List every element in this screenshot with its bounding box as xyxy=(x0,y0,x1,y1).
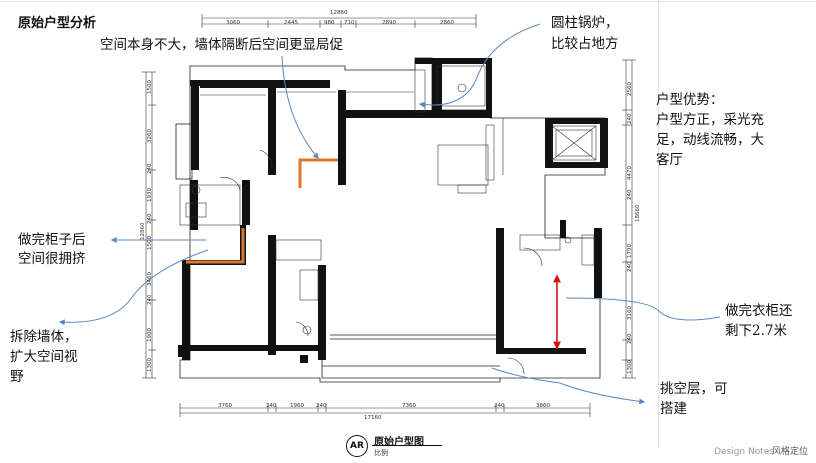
left-dim-3: 240 xyxy=(147,163,153,175)
highlighted-walls xyxy=(186,158,338,264)
top-dim-1: 3060 xyxy=(226,20,240,26)
right-dim-6: 1790 xyxy=(627,244,633,258)
left-dim-5: 240 xyxy=(147,213,153,225)
note-cabinet-line-1: 做完柜子后 xyxy=(18,232,86,248)
left-dim-4: 1930 xyxy=(147,188,153,202)
left-dim-11: 1300 xyxy=(147,358,153,372)
left-dim-1: 1500 xyxy=(147,80,153,94)
left-dim-10: 1900 xyxy=(147,328,153,342)
top-dim-2: 2445 xyxy=(284,20,298,26)
left-dim-6: 1500 xyxy=(147,236,153,250)
note-advantage-line-2: 户型方正，采光充 xyxy=(656,112,764,128)
note-demolish-line-1: 拆除墙体， xyxy=(10,329,78,345)
note-wardrobe-line-1: 做完衣柜还 xyxy=(725,303,793,319)
bottom-dim-6: 240 xyxy=(494,403,505,409)
note-advantage-line-1: 户型优势： xyxy=(656,92,724,108)
note-boiler-line-2: 比较占地方 xyxy=(551,36,619,52)
note-advantage-line-3: 足，动线流畅，大 xyxy=(656,132,764,148)
right-dim-1: 2560 xyxy=(627,82,633,96)
right-dim-4: 240 xyxy=(627,189,633,201)
left-dim-9: 240 xyxy=(147,294,153,306)
annotation-arrows xyxy=(58,23,721,405)
top-dim-6: 2860 xyxy=(440,20,454,26)
note-cabinet-line-2: 空间很拥挤 xyxy=(18,251,86,267)
wall-segments xyxy=(178,58,608,363)
building-outline xyxy=(175,57,606,383)
top-total-dim: 12860 xyxy=(330,10,348,16)
note-top-room: 空间本身不大，墙体隔断后空间更显局促 xyxy=(100,37,343,53)
bottom-dim-7: 3860 xyxy=(536,403,550,409)
bottom-dim-3: 1960 xyxy=(290,403,304,409)
note-boiler-line-1: 圆柱锅炉， xyxy=(551,15,619,31)
note-loft-line-2: 搭建 xyxy=(660,401,687,417)
ar-badge: AR xyxy=(346,435,368,457)
note-advantage-line-4: 客厅 xyxy=(656,152,683,168)
interior-details xyxy=(179,65,597,375)
drawing-scale: 比例 xyxy=(374,449,388,457)
right-dimension-lines xyxy=(622,59,636,379)
watermark-brand: - 风格定位 xyxy=(765,447,808,457)
note-demolish-line-2: 扩大空间视 xyxy=(10,349,78,365)
note-demolish-line-3: 野 xyxy=(10,369,24,385)
left-dimension-lines xyxy=(142,71,156,379)
top-dim-3: 980 xyxy=(324,20,335,26)
note-loft-line-1: 挑空层，可 xyxy=(660,381,728,397)
left-dim-2: 3260 xyxy=(147,129,153,143)
left-dim-8: 3460 xyxy=(147,272,153,286)
bottom-dimension-lines xyxy=(179,403,591,417)
bottom-total-dim: 17160 xyxy=(364,415,382,421)
drawing-title: 原始户型图 xyxy=(374,437,424,448)
bottom-dim-1: 3760 xyxy=(218,403,232,409)
right-dim-3: 4470 xyxy=(627,166,633,180)
page-title: 原始户型分析 xyxy=(18,16,97,31)
left-total-dim: 12860 xyxy=(140,222,146,241)
bottom-dim-2: 240 xyxy=(266,403,277,409)
right-total-dim: 18660 xyxy=(635,204,641,223)
divider-line xyxy=(658,0,659,447)
top-dimension-lines xyxy=(201,14,477,28)
top-dim-5: 2890 xyxy=(382,20,396,26)
bottom-dim-5: 7360 xyxy=(402,403,416,409)
top-dim-4: 710 xyxy=(344,20,355,26)
note-wardrobe-line-2: 剩下2.7米 xyxy=(725,323,787,339)
right-dim-2: 240 xyxy=(627,113,633,125)
bottom-dim-4: 240 xyxy=(316,403,327,409)
watermark-source: Design Notes xyxy=(714,447,774,457)
top-rule xyxy=(0,1,816,2)
right-dim-8: 3160 xyxy=(627,306,633,320)
right-dim-7: 240 xyxy=(627,261,633,273)
right-dim-10: 1300 xyxy=(627,360,633,374)
title-underline xyxy=(372,445,442,446)
right-dim-9: 240 xyxy=(627,333,633,345)
